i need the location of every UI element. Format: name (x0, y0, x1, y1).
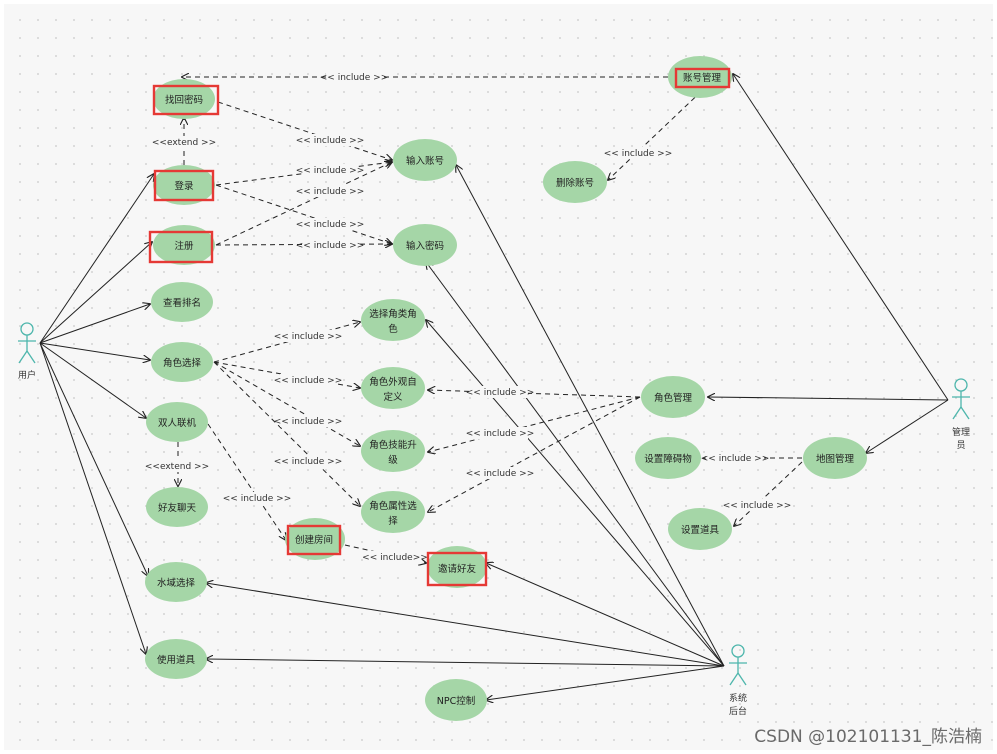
actor-admin[interactable] (952, 378, 970, 420)
label-include-duo-room: << include >> (223, 494, 292, 504)
label-extend-login-find: <<extend >> (152, 138, 216, 148)
usecase-role-skill[interactable]: 角色技能升 级 (361, 430, 425, 472)
usecase-label: 账号管理 (683, 72, 722, 84)
label-include-manage-skill: << include >> (466, 429, 535, 439)
usecase-label: 好友聊天 (158, 502, 197, 514)
actor-admin-label-line1: 管理 (952, 426, 970, 438)
usecase-login[interactable]: 登录 (153, 165, 215, 205)
label-include-room-invite: << include>> (362, 553, 428, 563)
usecase-choose-role-type[interactable]: 选择角类角 色 (361, 299, 425, 341)
label-include-role-skill: << include >> (274, 417, 343, 427)
usecase-label: 角色管理 (654, 392, 693, 404)
usecase-label: 注册 (174, 240, 194, 252)
usecase-label: 登录 (174, 181, 194, 192)
actor-user[interactable] (18, 322, 36, 364)
usecase-label: 删除账号 (556, 177, 594, 189)
usecase-duo-online[interactable]: 双人联机 (146, 402, 208, 442)
label-extend-duo-chat: <<extend >> (145, 462, 209, 472)
usecase-label: 查看排名 (163, 297, 201, 309)
usecase-water-select[interactable]: 水域选择 (145, 562, 207, 602)
usecase-label-line2: 定义 (383, 391, 403, 403)
label-include-role-type: << include >> (274, 332, 343, 342)
actor-system-label-line1: 系统 (729, 692, 747, 704)
label-include-register-account: << include >> (296, 187, 365, 197)
usecase-role-manage[interactable]: 角色管理 (641, 376, 705, 418)
usecase-label-line2: 级 (388, 454, 398, 466)
usecase-label: 邀请好友 (438, 563, 477, 575)
label-include-map-obstacle: << include >> (701, 454, 770, 464)
usecase-label: 找回密码 (165, 94, 203, 106)
usecase-label: 角色选择 (163, 357, 202, 369)
usecase-input-account[interactable]: 输入账号 (393, 139, 457, 181)
relation-labels: << include >> << include >> <<extend >> … (145, 71, 791, 563)
label-include-role-appearance: << include >> (274, 376, 343, 386)
usecase-label-line1: 选择角类角 (369, 308, 417, 320)
label-include-account-delete: << include >> (604, 149, 673, 159)
usecase-label: 使用道具 (157, 654, 196, 666)
usecase-label-line1: 角色技能升 (369, 439, 417, 451)
usecase-map-manage[interactable]: 地图管理 (803, 437, 867, 479)
usecase-set-item[interactable]: 设置道具 (668, 508, 732, 550)
usecase-label: 设置道具 (681, 524, 720, 536)
usecase-register[interactable]: 注册 (148, 225, 215, 265)
label-include-login-password: << include >> (296, 220, 365, 230)
dot-grid (4, 4, 993, 750)
label-include-map-item: << include >> (723, 501, 792, 511)
usecase-label-line1: 角色外观自 (369, 376, 417, 388)
usecase-label: NPC控制 (437, 695, 475, 707)
usecase-label: 设置障碍物 (644, 453, 692, 465)
usecase-set-obstacle[interactable]: 设置障碍物 (635, 437, 701, 479)
usecase-find-password[interactable]: 找回密码 (152, 79, 220, 119)
actor-user-label: 用户 (18, 369, 36, 381)
usecase-use-item[interactable]: 使用道具 (145, 639, 207, 679)
associations (39, 74, 949, 700)
usecase-label: 地图管理 (816, 453, 855, 465)
usecase-view-rank[interactable]: 查看排名 (151, 282, 213, 322)
label-include-manage-appearance: << include >> (466, 388, 535, 398)
usecase-label: 输入账号 (406, 155, 444, 167)
actor-admin-label-line2: 员 (956, 440, 965, 451)
label-include-account-find: << include >> (320, 73, 389, 83)
usecase-role-attr[interactable]: 角色属性选 择 (361, 491, 425, 533)
usecase-role-select[interactable]: 角色选择 (151, 342, 213, 382)
usecase-account-manage[interactable]: 账号管理 (668, 56, 732, 98)
usecase-invite-friend[interactable]: 邀请好友 (426, 546, 488, 588)
usecase-label: 双人联机 (158, 417, 197, 429)
usecase-label: 创建房间 (295, 534, 333, 546)
usecase-label-line1: 角色属性选 (369, 500, 417, 512)
use-cases: 找回密码 登录 注册 查看排名 角色选择 双人联机 好友聊天 (145, 56, 867, 721)
watermark: CSDN @102101131_陈浩楠 (754, 727, 982, 747)
label-include-role-attr: << include >> (274, 457, 343, 467)
usecase-input-password[interactable]: 输入密码 (393, 224, 457, 266)
usecase-delete-account[interactable]: 删除账号 (543, 161, 607, 203)
usecase-friend-chat[interactable]: 好友聊天 (146, 487, 208, 527)
label-include-manage-attr: << include >> (466, 469, 535, 479)
usecase-label-line2: 择 (388, 515, 398, 527)
label-include-register-password: << include >> (296, 241, 365, 251)
usecase-label: 水域选择 (157, 577, 196, 589)
usecase-label-line2: 色 (388, 323, 398, 335)
actor-system-label-line2: 后台 (729, 705, 747, 717)
usecase-label: 输入密码 (406, 240, 444, 252)
usecase-role-appearance[interactable]: 角色外观自 定义 (361, 367, 425, 409)
label-include-find-account: << include >> (296, 136, 365, 146)
usecase-create-room[interactable]: 创建房间 (285, 518, 345, 560)
actor-system[interactable] (729, 644, 747, 686)
usecase-npc-control[interactable]: NPC控制 (425, 679, 487, 721)
label-include-login-account: << include >> (296, 166, 365, 176)
